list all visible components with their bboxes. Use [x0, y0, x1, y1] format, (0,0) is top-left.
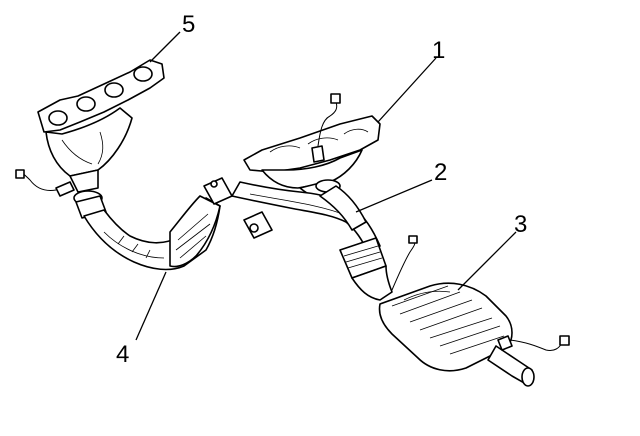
leader-line-1 — [377, 57, 437, 123]
leader-line-2 — [355, 179, 433, 213]
callout-1: 1 — [432, 37, 445, 64]
catalytic-converter — [378, 235, 570, 387]
callouts: 5 1 2 3 4 — [116, 11, 527, 368]
callout-2: 2 — [434, 159, 447, 186]
front-pipe — [83, 177, 233, 271]
rear-exhaust-manifold — [243, 93, 381, 200]
leader-line-5 — [149, 31, 181, 63]
callout-5: 5 — [182, 11, 195, 38]
callout-4: 4 — [116, 341, 129, 368]
front-exhaust-manifold — [15, 59, 165, 219]
intermediate-pipe — [231, 181, 393, 301]
leader-line-4 — [135, 271, 167, 341]
callout-3: 3 — [514, 211, 527, 238]
leader-line-3 — [457, 231, 517, 291]
leader-lines — [135, 31, 517, 341]
